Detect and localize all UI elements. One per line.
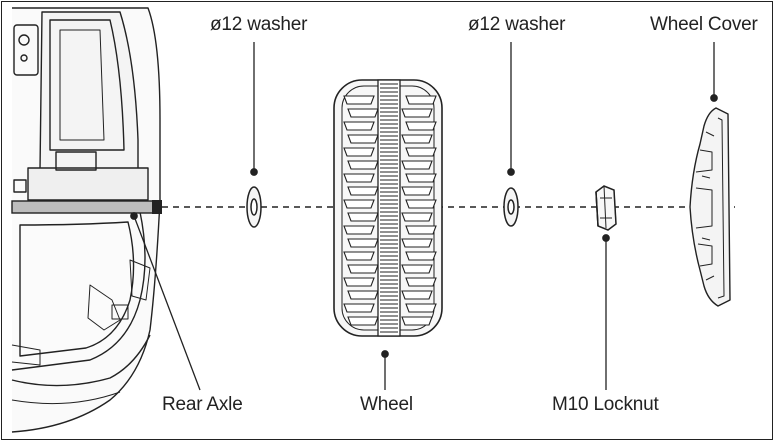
tread-block bbox=[343, 199, 375, 209]
washer-right-shape bbox=[503, 187, 519, 227]
tread-block bbox=[347, 108, 379, 118]
tread-block bbox=[405, 199, 437, 209]
tread-block bbox=[343, 303, 375, 313]
tread-block bbox=[405, 95, 437, 105]
tread-block bbox=[401, 264, 433, 274]
tread-block bbox=[347, 264, 379, 274]
tread-block bbox=[347, 290, 379, 300]
tread-block bbox=[405, 303, 437, 313]
leader-lines bbox=[130, 42, 718, 391]
tread-block bbox=[347, 160, 379, 170]
tread-block bbox=[405, 251, 437, 261]
tread-block bbox=[401, 134, 433, 144]
tread-block bbox=[405, 225, 437, 235]
label-wheel: Wheel bbox=[360, 394, 413, 415]
wheel-shape bbox=[333, 79, 443, 337]
tread-block bbox=[343, 95, 375, 105]
label-wheel-cover: Wheel Cover bbox=[650, 14, 758, 35]
tread-block bbox=[405, 121, 437, 131]
tread-block bbox=[347, 238, 379, 248]
tread-block bbox=[343, 173, 375, 183]
tread-block bbox=[401, 160, 433, 170]
tread-block bbox=[401, 186, 433, 196]
label-rear-axle: Rear Axle bbox=[162, 394, 243, 415]
label-washer-left: ø12 washer bbox=[210, 14, 308, 35]
tread-block bbox=[405, 173, 437, 183]
tread-block bbox=[401, 290, 433, 300]
wheel-cover-shape bbox=[689, 107, 731, 307]
tread-block bbox=[401, 108, 433, 118]
tread-block bbox=[343, 147, 375, 157]
tread-block bbox=[401, 316, 433, 326]
tread-block bbox=[347, 212, 379, 222]
label-locknut: M10 Locknut bbox=[552, 394, 659, 415]
tread-block bbox=[401, 212, 433, 222]
tread-block bbox=[405, 147, 437, 157]
tread-block bbox=[343, 225, 375, 235]
label-washer-right: ø12 washer bbox=[468, 14, 566, 35]
tread-block bbox=[343, 251, 375, 261]
tread-block bbox=[347, 186, 379, 196]
locknut-shape bbox=[595, 185, 617, 231]
tread-block bbox=[401, 238, 433, 248]
tread-block bbox=[347, 316, 379, 326]
tread-block bbox=[343, 277, 375, 287]
tread-block bbox=[347, 134, 379, 144]
tread-block bbox=[343, 121, 375, 131]
car-body bbox=[11, 7, 161, 433]
tread-block bbox=[405, 277, 437, 287]
washer-left-shape bbox=[246, 186, 262, 228]
rear-axle-shape bbox=[11, 200, 162, 214]
